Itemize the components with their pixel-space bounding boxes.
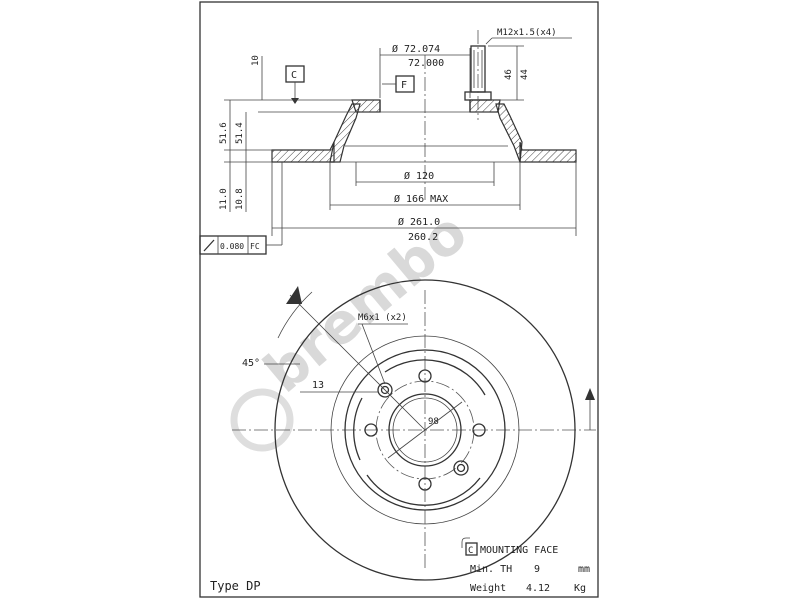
disc-outer — [274, 279, 576, 581]
datum-c: C — [291, 70, 297, 81]
front-view: 45° M6x1 (x2) 13 98 — [232, 279, 596, 581]
weight-label: Weight — [470, 583, 506, 594]
type-label: Type DP — [210, 579, 261, 593]
hub-arc-3 — [353, 397, 363, 461]
dim-stud-h1: 46 — [504, 69, 514, 80]
min-th-unit: mm — [578, 564, 590, 575]
angle-line — [289, 294, 426, 431]
dim-bore-2: 72.000 — [408, 58, 444, 69]
hub-arc-2 — [366, 474, 481, 506]
dim-height-1: 51.6 — [219, 122, 229, 144]
stud-hole — [418, 369, 432, 383]
dim-stud-h2: 44 — [520, 69, 530, 80]
runout-value: 0.080 — [220, 242, 244, 251]
dim-height-2: 51.4 — [235, 122, 245, 144]
dim-bore-1: Ø 72.074 — [392, 43, 440, 55]
hat-top-right — [469, 99, 501, 113]
drawing-frame — [199, 1, 599, 598]
stud-hole — [472, 423, 486, 437]
dim-dia-120: Ø 120 — [404, 170, 434, 182]
screw-hole — [453, 460, 469, 476]
weight-value: 4.12 — [526, 583, 550, 594]
dim-pcd-98: 98 — [428, 417, 439, 427]
mounting-face-box — [465, 542, 478, 556]
hat-wall-right — [495, 103, 523, 163]
dim-thick-1: 11.0 — [219, 188, 229, 210]
runout-datum: FC — [250, 242, 260, 251]
watermark-text: brembo — [252, 200, 480, 406]
hat-top-left — [351, 99, 381, 113]
dim-thick-2: 10.8 — [235, 188, 245, 210]
ring-right — [519, 141, 577, 163]
hat-wall-left — [329, 103, 361, 163]
min-th-label: Min. TH — [470, 564, 512, 575]
dim-angle-45: 45° — [242, 358, 260, 369]
hub-arc-1 — [384, 359, 486, 396]
dim-dia-166: Ø 166 MAX — [394, 193, 448, 205]
dim-hub-step: 10 — [251, 55, 261, 66]
center-bore — [388, 393, 462, 467]
dim-dia-261: Ø 261.0 — [398, 216, 440, 228]
dim-stud-thread: M12x1.5(x4) — [497, 28, 557, 38]
pcd-circle — [375, 380, 475, 480]
mounting-face-label: MOUNTING FACE — [480, 545, 558, 556]
dim-screw-thread: M6x1 (x2) — [358, 313, 407, 323]
stud-hole — [418, 477, 432, 491]
min-th-value: 9 — [534, 564, 540, 575]
stud-hole — [364, 423, 378, 437]
weight-unit: Kg — [574, 583, 586, 594]
dim-hole-13: 13 — [312, 380, 324, 391]
disc-hub-outer — [344, 349, 506, 511]
notes-block: C MOUNTING FACE Min. TH 9 mm Weight 4.12… — [461, 537, 590, 594]
mounting-face-box-letter: C — [468, 546, 473, 556]
dim-dia-260: 260.2 — [408, 232, 438, 243]
datum-f: F — [401, 80, 407, 91]
runout-icon — [203, 239, 215, 252]
section-view: Ø 72.074 72.000 M12x1.5(x4) 46 44 F C 10… — [199, 28, 577, 255]
ring-left — [271, 141, 335, 163]
disc-hat — [330, 335, 520, 525]
